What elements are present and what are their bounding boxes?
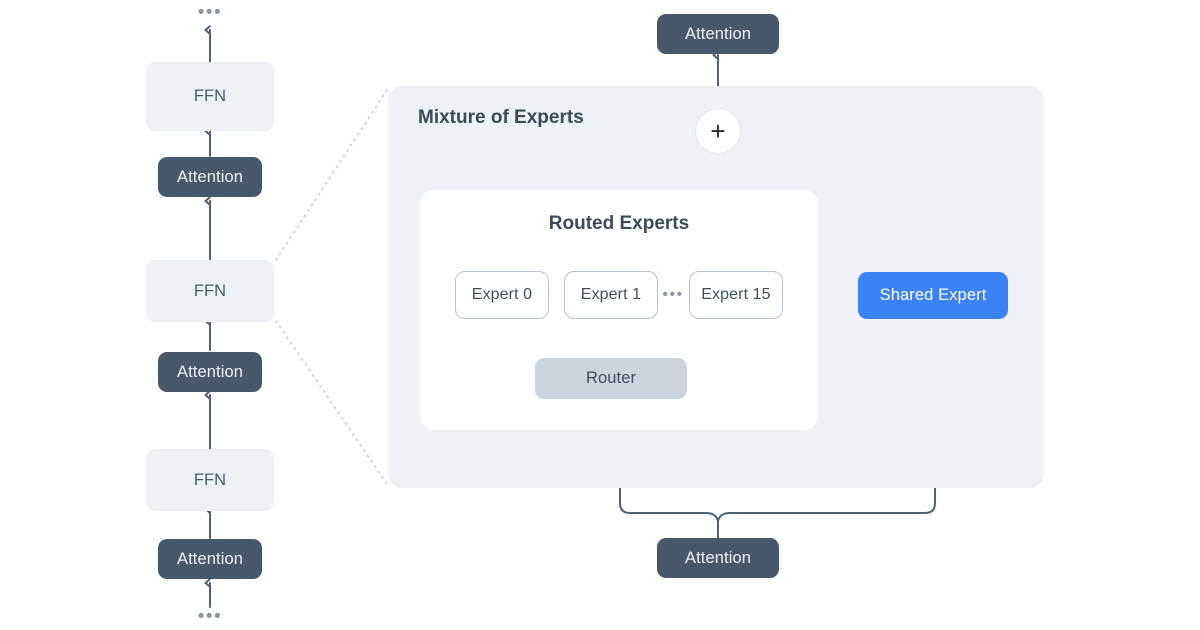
stack-block-attention-middle: Attention	[158, 352, 262, 392]
expert-box-0[interactable]: Expert 0	[455, 271, 549, 319]
expert-box-1[interactable]: Expert 1	[564, 271, 658, 319]
stack-block-attention-upper: Attention	[158, 157, 262, 197]
sum-junction-node: +	[695, 108, 741, 154]
routed-experts-title: Routed Experts	[548, 213, 690, 234]
expert-list-ellipsis: •••	[662, 286, 684, 303]
shared-expert-box[interactable]: Shared Expert	[858, 272, 1008, 319]
router-box[interactable]: Router	[535, 358, 687, 399]
stack-block-ffn-middle: FFN	[146, 260, 274, 322]
stack-bottom-ellipsis: •••	[197, 606, 223, 627]
stack-block-ffn-top: FFN	[146, 62, 274, 131]
moe-output-attention: Attention	[657, 14, 779, 54]
stack-top-ellipsis: •••	[197, 2, 223, 23]
zoom-guide-lines	[275, 86, 390, 488]
moe-input-attention: Attention	[657, 538, 779, 578]
mixture-of-experts-title: Mixture of Experts	[418, 107, 584, 128]
expert-box-15[interactable]: Expert 15	[689, 271, 783, 319]
stack-block-attention-lower: Attention	[158, 539, 262, 579]
stack-block-ffn-bottom: FFN	[146, 449, 274, 511]
